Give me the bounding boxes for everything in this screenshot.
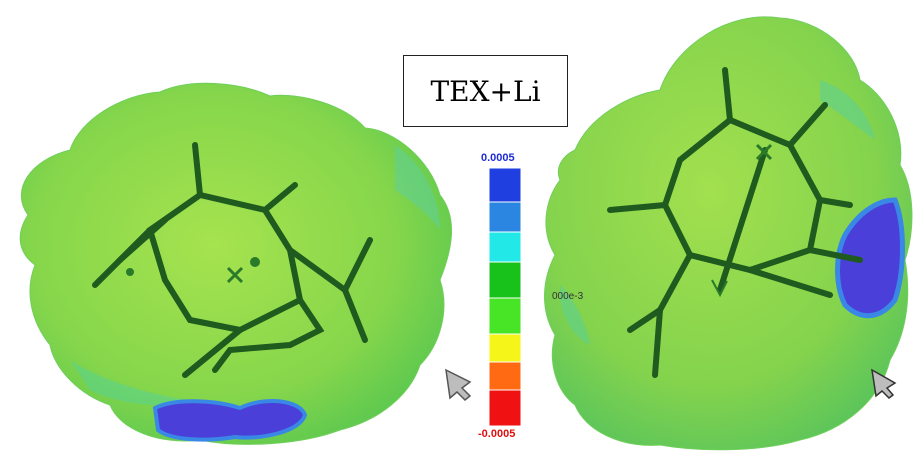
colorbar-mid-label: 000e-3 — [552, 291, 584, 302]
colorbar — [488, 167, 522, 427]
colorbar-min-label: -0.0005 — [478, 428, 516, 440]
right-molecule-surface — [544, 16, 913, 451]
colorbar-segment — [488, 201, 522, 233]
title-text: TEX+Li — [430, 74, 541, 108]
colorbar-segment — [488, 361, 522, 391]
colorbar-segment — [488, 297, 522, 335]
right-rotate-cursor-icon — [871, 368, 897, 399]
colorbar-max-label: 0.0005 — [481, 152, 515, 164]
left-molecule-surface — [19, 82, 453, 445]
colorbar-segment — [488, 167, 522, 203]
colorbar-segment — [488, 231, 522, 263]
colorbar-segment — [488, 261, 522, 299]
colorbar-segment — [488, 333, 522, 363]
title-label-box: TEX+Li — [403, 55, 568, 127]
left-rotate-cursor-icon — [445, 368, 472, 402]
colorbar-segment — [488, 389, 522, 427]
